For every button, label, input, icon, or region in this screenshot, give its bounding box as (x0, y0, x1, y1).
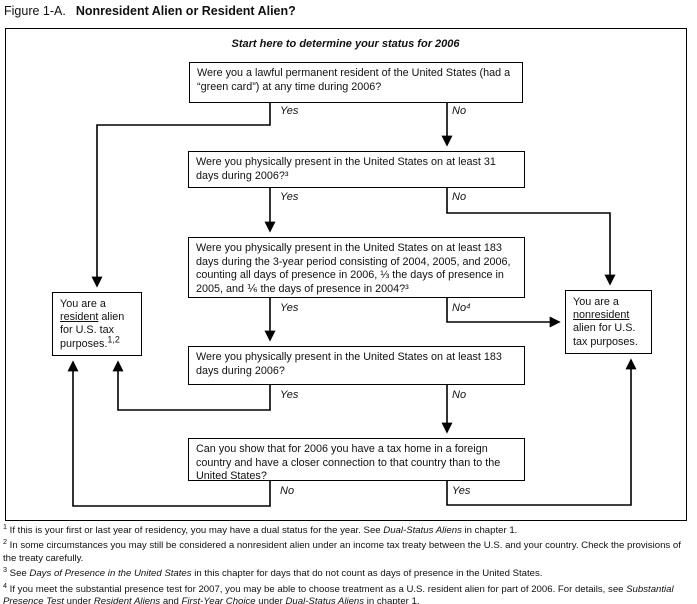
branch-label-q2-yes: Yes (280, 191, 299, 203)
footnote-segment-italic: Dual-Status Aliens (285, 596, 365, 604)
branch-label-q3-no: No⁴ (452, 302, 471, 314)
footnote-segment: If you meet the substantial presence tes… (9, 583, 627, 595)
footnote-segment: under (255, 596, 286, 604)
branch-label-q5-yes: Yes (452, 485, 471, 497)
footnote-2: 2 In some circumstances you may still be… (3, 537, 695, 565)
question-text: Were you physically present in the Unite… (196, 156, 496, 182)
footnote-segment: in chapter 1. (461, 525, 518, 536)
question-box-green-card: Were you a lawful permanent resident of … (189, 62, 523, 103)
footnote-segment: under (63, 596, 94, 604)
footnote-segment: and (160, 596, 182, 604)
question-text: Were you physically present in the Unite… (196, 242, 511, 295)
footnotes: 1 If this is your first or last year of … (3, 521, 695, 604)
footnote-segment: in chapter 1. (364, 596, 420, 604)
outcome-text-pre: You are a (573, 296, 619, 308)
question-box-183-days-2006: Were you physically present in the Unite… (188, 346, 525, 385)
question-box-183-days-3-year: Were you physically present in the Unite… (188, 237, 525, 298)
footnote-marker: 3 (3, 565, 7, 575)
footnote-segment-italic: Resident Aliens (93, 596, 161, 604)
outcome-footnote-marker: 1,2 (107, 333, 120, 344)
footnote-marker: 2 (3, 537, 7, 547)
question-text: Were you physically present in the Unite… (196, 351, 502, 377)
branch-label-q1-yes: Yes (280, 105, 299, 117)
branch-label-q1-no: No (452, 105, 467, 117)
question-text: Can you show that for 2006 you have a ta… (196, 443, 501, 483)
branch-label-q4-no: No (452, 389, 467, 401)
footnote-marker: 4 (3, 580, 7, 590)
flowchart-frame (5, 28, 687, 521)
start-instruction: Start here to determine your status for … (231, 38, 460, 50)
outcome-box-nonresident: You are a nonresident alien for U.S. tax… (565, 290, 652, 354)
outcome-text-underlined: resident (60, 311, 99, 324)
outcome-text-pre: You are a (60, 298, 106, 310)
question-box-tax-home: Can you show that for 2006 you have a ta… (188, 438, 525, 483)
footnote-segment: If this is your first or last year of re… (9, 525, 384, 536)
question-text: Were you a lawful permanent resident of … (197, 67, 511, 93)
outcome-text-post: alien for U.S. tax purposes. (573, 322, 638, 348)
footnote-4: 4 If you meet the substantial presence t… (3, 580, 695, 604)
footnote-segment: See (9, 568, 30, 580)
footnote-marker: 1 (3, 521, 7, 531)
outcome-text-post: alien for U.S. tax purposes. (60, 311, 125, 350)
footnote-segment-italic: Days of Presence in the United States (29, 568, 192, 580)
footnote-segment: In some circumstances you may still be c… (3, 540, 681, 564)
figure-label: Figure 1-A. (4, 4, 66, 18)
branch-label-q5-no: No (280, 485, 295, 497)
footnote-1: 1 If this is your first or last year of … (3, 521, 695, 537)
branch-label-q4-yes: Yes (280, 389, 299, 401)
footnote-3: 3 See Days of Presence in the United Sta… (3, 565, 695, 580)
footnote-segment-italic: First-Year Choice (181, 596, 256, 604)
branch-label-q2-no: No (452, 191, 467, 203)
figure-title: Nonresident Alien or Resident Alien? (75, 4, 296, 18)
footnote-segment-italic: Substantial Presence Test (3, 583, 674, 604)
question-box-31-days: Were you physically present in the Unite… (188, 151, 525, 188)
outcome-text-underlined: nonresident (573, 309, 630, 322)
footnote-segment-italic: Dual-Status Aliens (383, 525, 462, 536)
branch-label-q3-yes: Yes (280, 302, 299, 314)
footnote-segment: in this chapter for days that do not cou… (191, 568, 543, 580)
figure-title-row: Figure 1-A. Nonresident Alien or Resident… (4, 4, 296, 18)
outcome-box-resident: You are a resident alien for U.S. tax pu… (52, 292, 142, 356)
